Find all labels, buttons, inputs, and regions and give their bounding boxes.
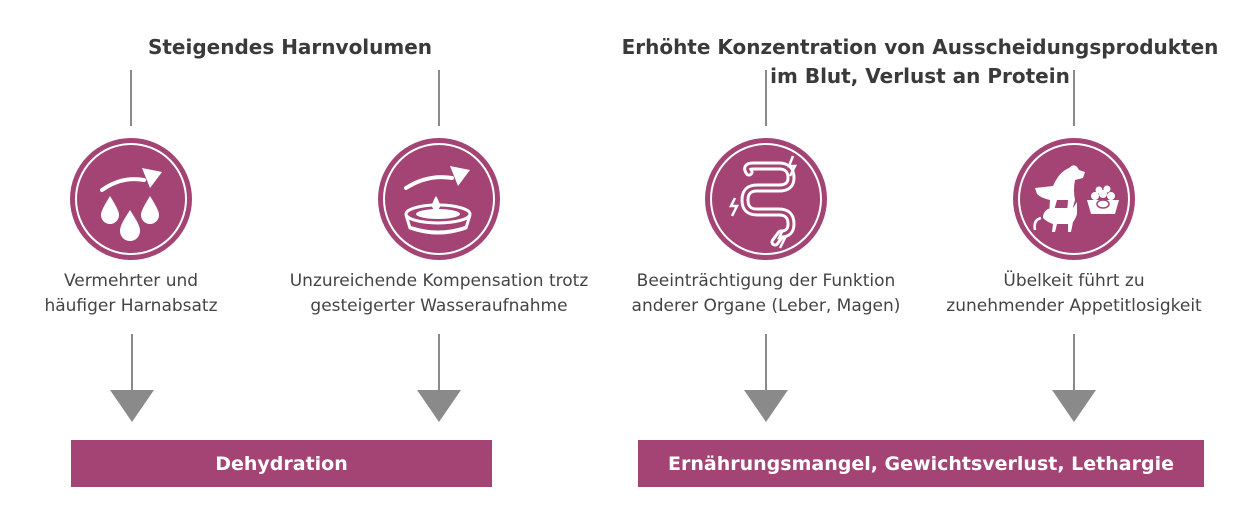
result-box-dehydration: Dehydration [71,440,492,487]
left-heading: Steigendes Harnvolumen [147,35,433,59]
dog-cat-food-bowl-icon [1013,138,1135,260]
intestine-icon [705,138,827,260]
down-arrow-icon [110,334,154,422]
connector-line [438,70,440,126]
description-line: Vermehrter und [63,271,199,291]
down-arrow-icon [1052,334,1096,422]
description-line: anderer Organe (Leber, Magen) [631,296,901,316]
connector-line [765,70,767,126]
down-arrow-icon [417,334,461,422]
description-line: Unzureichende Kompensation trotz [289,271,589,291]
item-description: Unzureichende Kompensation trotz gesteig… [268,269,610,319]
result-box-malnutrition: Ernährungsmangel, Gewichtsverlust, Letha… [638,440,1204,487]
connector-line [130,70,132,126]
right-heading-line-1: Erhöhte Konzentration von Ausscheidungsp… [621,35,1219,59]
down-arrow-icon [744,334,788,422]
description-line: gesteigerter Wasseraufnahme [310,296,568,316]
description-line: zunehmender Appetitlosigkeit [946,296,1202,316]
right-heading: Erhöhte Konzentration von Ausscheidungsp… [620,33,1220,91]
description-line: häufiger Harnabsatz [44,296,218,316]
water-bowl-arrow-icon [378,138,500,260]
description-line: Beeinträchtigung der Funktion [636,271,896,291]
right-heading-line-2: im Blut, Verlust an Protein [770,64,1070,88]
description-line: Übelkeit führt zu [1003,271,1145,291]
item-description: Beeinträchtigung der Funktion anderer Or… [610,269,922,319]
drops-arrow-icon [70,138,192,260]
item-description: Übelkeit führt zu zunehmender Appetitlos… [935,269,1213,319]
connector-line [1073,70,1075,126]
item-description: Vermehrter und häufiger Harnabsatz [10,269,252,319]
